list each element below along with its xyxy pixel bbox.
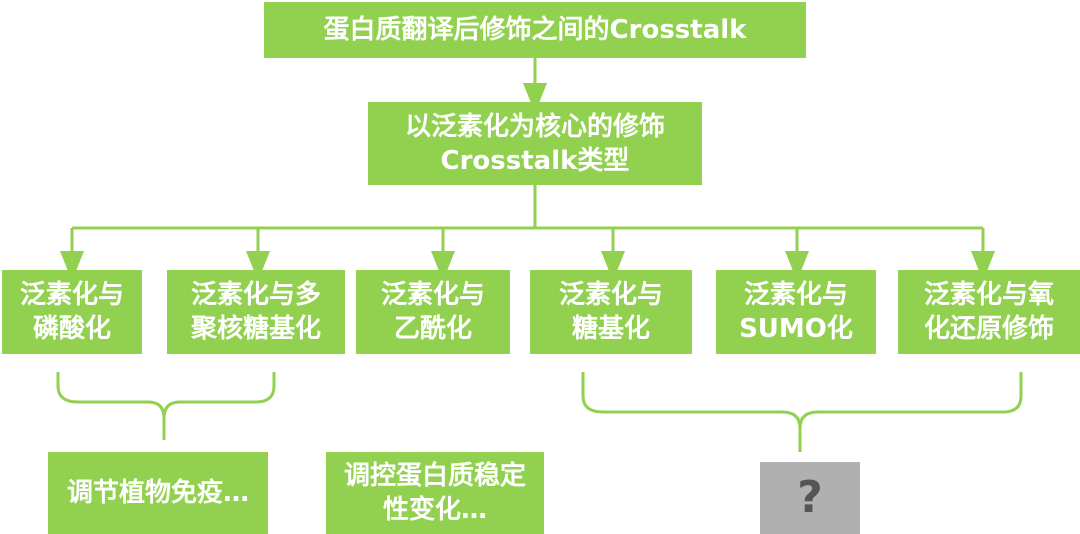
type-line1: 泛素化与氧 <box>923 280 1054 310</box>
outcome-line1: 调控蛋白质稳定 <box>343 461 526 491</box>
type-box-3: 泛素化与 乙酰化 <box>356 270 510 354</box>
type-box-2: 泛素化与多 聚核糖基化 <box>167 270 345 354</box>
outcome-box-stability: 调控蛋白质稳定 性变化… <box>326 452 544 534</box>
core-line1: 以泛素化为核心的修饰 <box>404 111 665 142</box>
outcome-box-unknown: ? <box>760 462 860 534</box>
outcome-line2: 性变化… <box>382 495 487 525</box>
type-line1: 泛素化与 <box>558 280 663 310</box>
type-box-6: 泛素化与氧 化还原修饰 <box>898 270 1080 354</box>
type-line2: 聚核糖基化 <box>190 314 321 344</box>
type-line2: 乙酰化 <box>393 314 472 344</box>
outcome-box-immunity: 调节植物免疫… <box>48 452 268 534</box>
question-mark: ? <box>797 472 823 523</box>
type-line2: 化还原修饰 <box>923 314 1054 344</box>
title-text: 蛋白质翻译后修饰之间的Crosstalk <box>323 15 747 45</box>
core-line2: Crosstalk类型 <box>440 145 630 176</box>
outcome-line1: 调节植物免疫… <box>66 478 249 508</box>
type-box-5: 泛素化与 SUMO化 <box>716 270 876 354</box>
type-box-1: 泛素化与 磷酸化 <box>2 270 142 354</box>
type-line2: 糖基化 <box>571 314 650 344</box>
type-line2: 磷酸化 <box>32 314 111 344</box>
type-line1: 泛素化与 <box>19 280 124 310</box>
core-box: 以泛素化为核心的修饰 Crosstalk类型 <box>368 102 702 185</box>
brace-right <box>581 372 1023 452</box>
type-line1: 泛素化与 <box>380 280 485 310</box>
title-box: 蛋白质翻译后修饰之间的Crosstalk <box>264 2 806 58</box>
brace-left <box>56 372 276 440</box>
type-line2: SUMO化 <box>739 314 853 344</box>
type-line1: 泛素化与 <box>743 280 848 310</box>
type-line1: 泛素化与多 <box>190 280 321 310</box>
type-box-4: 泛素化与 糖基化 <box>530 270 692 354</box>
